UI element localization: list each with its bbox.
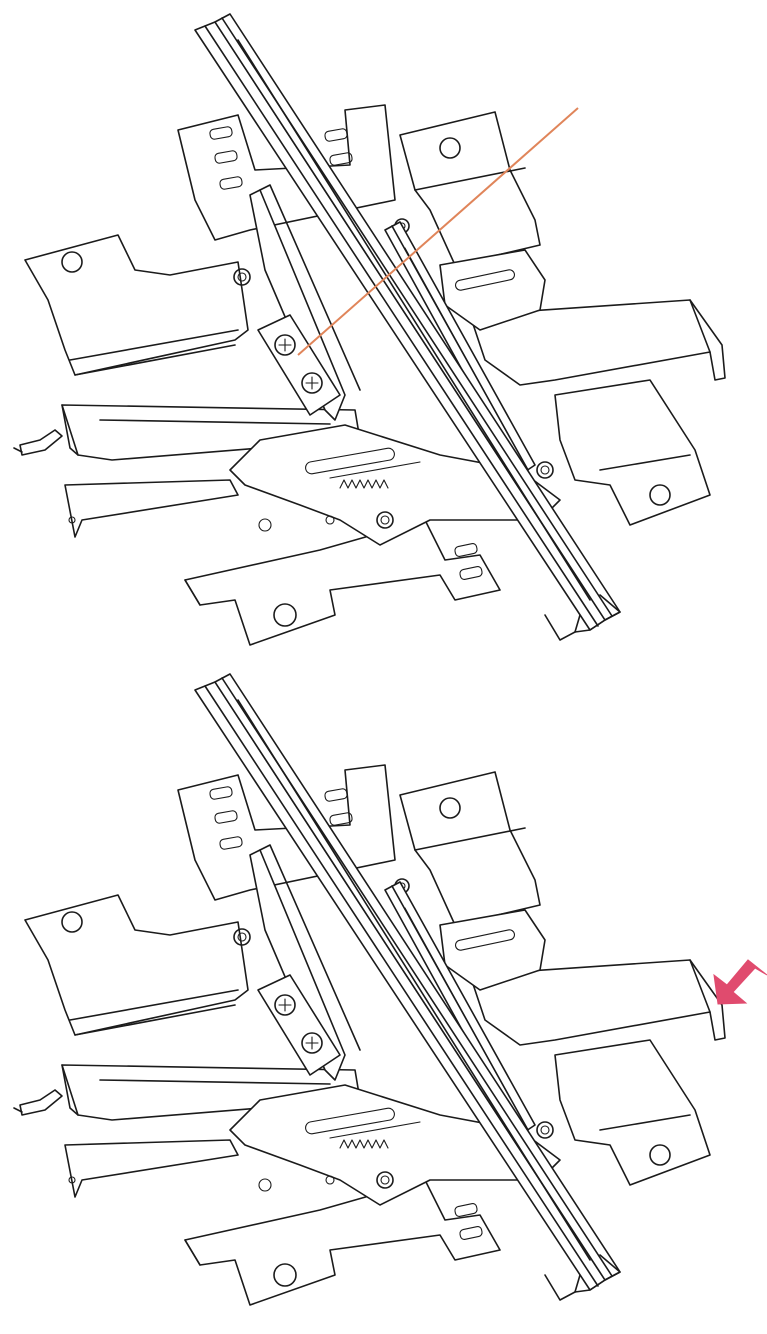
bottom-panel — [13, 673, 767, 1306]
top-panel — [13, 13, 726, 646]
assembly-drawing-top — [13, 13, 726, 646]
assembly-drawing-bottom — [13, 673, 726, 1306]
leader-line — [297, 107, 579, 356]
pointer-arrow-icon — [713, 959, 767, 1005]
